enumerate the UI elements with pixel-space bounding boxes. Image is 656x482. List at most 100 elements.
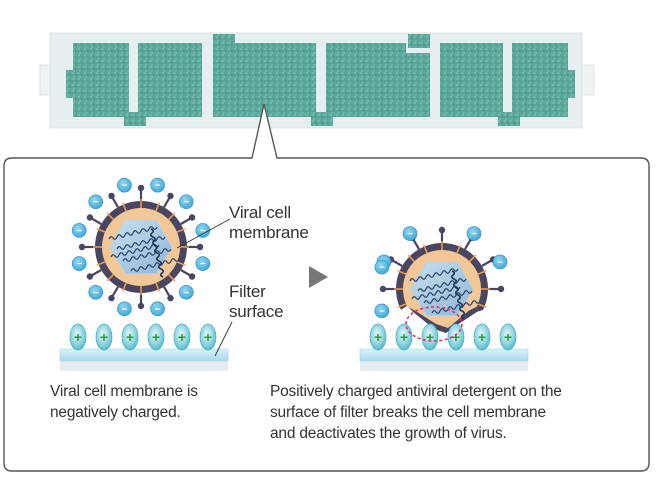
negative-charge-circle — [150, 301, 165, 317]
negative-charge: − — [195, 256, 211, 271]
negative-sign-icon: − — [76, 259, 82, 270]
positive-sign-icon: + — [152, 329, 160, 345]
negative-charge-circle — [195, 256, 211, 271]
negative-charge: − — [374, 303, 390, 319]
negative-charge: − — [402, 226, 418, 241]
negative-charge: − — [88, 284, 104, 300]
positive-charge: + — [121, 323, 139, 351]
envelope-protein — [477, 303, 487, 309]
negative-sign-icon: − — [183, 288, 189, 299]
negative-sign-icon: − — [155, 304, 161, 315]
virus-spike-tip — [108, 192, 115, 200]
positive-charge: + — [395, 323, 413, 351]
viral-rna — [411, 286, 461, 300]
negative-charge: − — [150, 301, 165, 317]
label-line: surface — [229, 302, 284, 321]
positive-sign-icon: + — [178, 329, 186, 345]
negative-charge: − — [88, 194, 104, 210]
virus-intact: −−−−−−−−−−−− — [71, 177, 211, 317]
positive-charge: + — [421, 323, 439, 351]
negative-charge: − — [195, 223, 211, 238]
caption-line: Viral cell membrane is — [50, 383, 198, 400]
virus-spike-tip — [86, 273, 94, 280]
viral-rna — [122, 248, 172, 262]
negative-sign-icon: − — [183, 197, 189, 208]
virus-spike-tip — [86, 214, 94, 221]
envelope-protein — [155, 282, 161, 292]
negative-charge-circle — [402, 226, 418, 241]
viral-rna — [108, 226, 158, 240]
rupture-highlight-ring — [405, 306, 463, 342]
caption-after: Positively charged antiviral detergent o… — [270, 381, 562, 444]
viral-rna — [423, 290, 473, 304]
caption-line: surface of filter breaks the cell membra… — [270, 404, 546, 421]
envelope-protein — [106, 212, 114, 220]
virus-spike-tip — [167, 192, 174, 200]
next-step-arrow-icon — [309, 266, 328, 288]
negative-sign-icon: − — [379, 263, 385, 274]
positive-charge: + — [473, 323, 491, 351]
negative-sign-icon: − — [122, 181, 128, 192]
negative-sign-icon: − — [471, 229, 477, 240]
label-viral-cell-membrane: Viral cell membrane — [229, 203, 309, 243]
negative-sign-icon: − — [407, 229, 413, 240]
envelope-protein — [176, 227, 186, 233]
caption-line: Positively charged antiviral detergent o… — [270, 383, 562, 400]
positive-sign-icon: + — [426, 329, 434, 345]
negative-charge: − — [71, 223, 87, 238]
negative-charge-circle — [374, 303, 390, 319]
filter-surface-shadow — [60, 361, 228, 371]
viral-rna — [417, 278, 467, 292]
filter-clip — [498, 112, 520, 126]
virus-spike-tip — [137, 184, 145, 192]
envelope-protein — [397, 269, 407, 275]
envelope-protein — [422, 244, 428, 254]
negative-charge: − — [117, 177, 132, 193]
envelope-protein — [407, 254, 415, 262]
virus-spike-tip — [188, 214, 196, 221]
envelope-protein — [96, 227, 106, 233]
negative-charge: − — [71, 256, 87, 271]
positive-charge: + — [199, 323, 217, 351]
viral-rna — [409, 268, 459, 282]
leader-line-membrane — [176, 218, 231, 249]
negative-sign-icon: − — [200, 259, 206, 270]
envelope-protein — [106, 274, 114, 282]
positive-charge-body — [199, 323, 217, 351]
negative-charge-circle — [88, 194, 104, 210]
negative-charge-circle — [178, 284, 194, 300]
filter-clip — [408, 34, 430, 48]
positive-charge-body — [95, 323, 113, 351]
positive-charge-body — [395, 323, 413, 351]
filter-panel — [138, 43, 202, 117]
negative-charge: − — [117, 301, 132, 317]
negative-charge: − — [178, 194, 194, 210]
positive-charge: + — [147, 323, 165, 351]
envelope-protein — [176, 261, 186, 267]
negative-sign-icon: − — [76, 226, 82, 237]
filter-clip — [311, 112, 333, 126]
positive-charge-body — [173, 323, 191, 351]
caption-line: negatively charged. — [50, 404, 181, 421]
positive-charge: + — [173, 323, 191, 351]
positive-charge: + — [499, 323, 517, 351]
filter-surface-shadow — [360, 361, 528, 371]
negative-charge-circle — [71, 256, 87, 271]
viral-rna — [130, 258, 180, 272]
envelope-protein — [477, 269, 487, 275]
positive-sign-icon: + — [374, 329, 382, 345]
positive-sign-icon: + — [126, 329, 134, 345]
virus-spike-tip — [379, 285, 387, 293]
envelope-protein — [168, 212, 176, 220]
viral-rna — [110, 244, 160, 258]
label-line: Filter — [229, 282, 266, 301]
virus-spike-tip — [438, 226, 446, 234]
positive-charge: + — [69, 323, 87, 351]
virus-spike-tip — [188, 273, 196, 280]
positive-charge-body — [147, 323, 165, 351]
negative-charge-circle — [466, 226, 482, 241]
positive-sign-icon: + — [504, 329, 512, 345]
virus-spike-tip — [167, 294, 174, 302]
